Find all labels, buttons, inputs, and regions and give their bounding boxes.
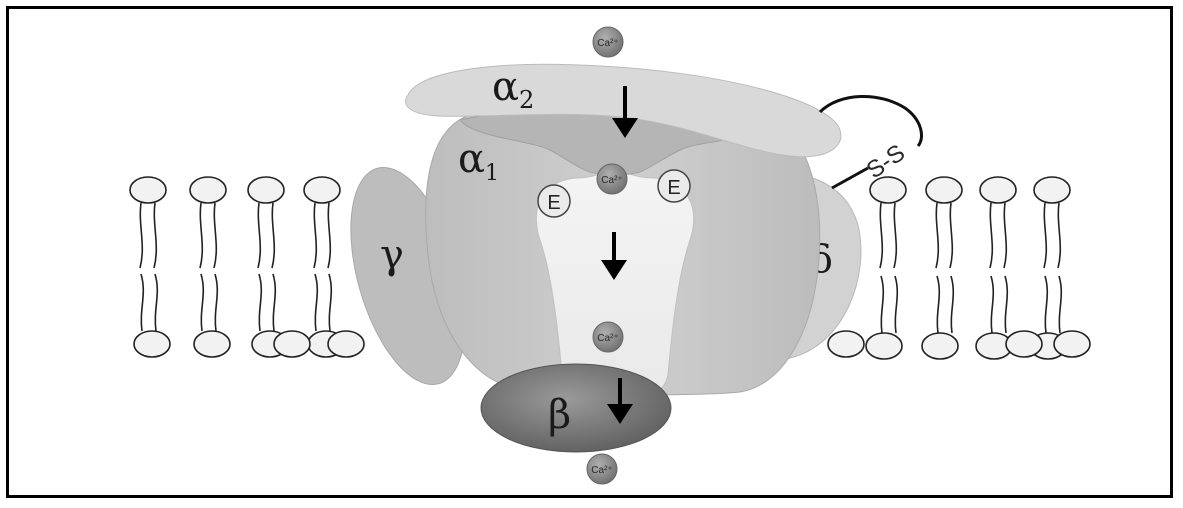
alpha1-label: α1 xyxy=(458,136,499,186)
lipid-tail xyxy=(257,202,262,269)
lipid-tail xyxy=(272,273,277,332)
ion-circle xyxy=(592,26,624,58)
lipid-tail xyxy=(214,273,219,332)
lipid-head xyxy=(1033,176,1071,204)
lipid-tail xyxy=(949,202,954,269)
lipid-tail xyxy=(328,273,333,332)
lipid-tail xyxy=(313,202,318,269)
ion-label: Ca²⁺ xyxy=(597,38,618,49)
alpha1-symbol: α xyxy=(458,136,485,182)
alpha2-label: α2 xyxy=(492,64,534,114)
disulfide-label: S-S xyxy=(862,139,910,184)
lipid-tail xyxy=(140,273,145,332)
disulfide-tail xyxy=(831,166,869,190)
alpha2-subscript: 2 xyxy=(519,86,534,114)
calcium-ion-pore: Ca²⁺ xyxy=(592,321,624,353)
lipid-tail xyxy=(936,275,941,334)
lipid-tail xyxy=(950,275,955,334)
ion-label: Ca²⁺ xyxy=(591,465,612,476)
lipid-tail xyxy=(880,275,885,334)
flow-arrow-2 xyxy=(601,232,627,280)
lipid-head xyxy=(1053,330,1091,358)
calcium-ion-top: Ca²⁺ xyxy=(592,26,624,58)
lipid-head xyxy=(925,176,963,204)
glutamate-left-label: E xyxy=(547,192,560,214)
beta-label: β xyxy=(548,392,571,438)
lipid-head xyxy=(1005,330,1043,358)
ion-circle xyxy=(586,453,618,485)
lipid-tail xyxy=(1004,275,1009,334)
calcium-ion-bottom: Ca²⁺ xyxy=(586,453,618,485)
lipid-head xyxy=(273,330,311,358)
lipid-tail xyxy=(893,202,898,269)
lipid-tail xyxy=(271,202,276,269)
gamma-label: γ xyxy=(380,232,404,278)
lipid-head xyxy=(247,176,285,204)
channel-pore xyxy=(535,169,695,396)
lipid-tail xyxy=(199,202,204,269)
glutamate-right-label: E xyxy=(667,177,680,199)
lipid-head xyxy=(869,176,907,204)
lipid-tail xyxy=(314,273,319,332)
lipid-head xyxy=(327,330,365,358)
lipid-tail xyxy=(935,202,940,269)
disulfide-bridge xyxy=(818,95,923,147)
flow-arrow-1 xyxy=(612,86,638,138)
lipid-tail xyxy=(213,202,218,269)
lipid-tail xyxy=(139,202,144,269)
ion-label: Ca²⁺ xyxy=(601,175,622,186)
glutamate-left: E xyxy=(537,184,571,218)
lipid-tail xyxy=(1057,202,1062,269)
lipid-head xyxy=(865,332,903,360)
glutamate-left-circle xyxy=(537,184,571,218)
lipid-tail xyxy=(1003,202,1008,269)
lipid-head xyxy=(129,176,167,204)
lipid-head xyxy=(979,176,1017,204)
lipid-tail xyxy=(1058,275,1063,334)
lipid-tail xyxy=(879,202,884,269)
glutamate-right: E xyxy=(657,169,691,203)
flow-arrow-3 xyxy=(607,378,633,424)
lipid-bilayer-right xyxy=(827,176,1091,360)
alpha1-subscript: 1 xyxy=(485,161,499,186)
lipid-head xyxy=(189,176,227,204)
ion-circle xyxy=(596,163,628,195)
alpha2-symbol: α xyxy=(492,64,519,110)
lipid-tail xyxy=(154,273,159,332)
lipid-tail xyxy=(200,273,205,332)
ion-circle xyxy=(592,321,624,353)
lipid-head xyxy=(921,332,959,360)
lipid-head xyxy=(193,330,231,358)
lipid-tail xyxy=(153,202,158,269)
lipid-tail xyxy=(989,202,994,269)
glutamate-right-circle xyxy=(657,169,691,203)
ion-label: Ca²⁺ xyxy=(597,333,618,344)
lipid-head xyxy=(133,330,171,358)
lipid-tail xyxy=(327,202,332,269)
lipid-head xyxy=(303,176,341,204)
lipid-tail xyxy=(1044,275,1049,334)
lipid-bilayer-left xyxy=(129,176,365,358)
calcium-ion-selectivity-filter: Ca²⁺ xyxy=(596,163,628,195)
lipid-head xyxy=(827,330,865,358)
beta-subunit xyxy=(480,363,672,453)
lipid-tail xyxy=(990,275,995,334)
lipid-tail xyxy=(1043,202,1048,269)
lipid-tail xyxy=(258,273,263,332)
lipid-tail xyxy=(894,275,899,334)
